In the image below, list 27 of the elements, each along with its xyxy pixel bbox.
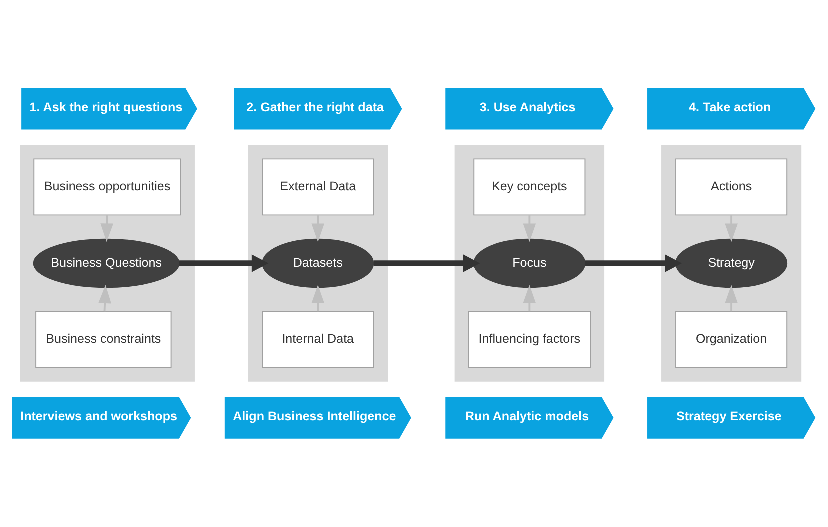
arrow: [98, 285, 112, 312]
arrow: [725, 215, 738, 242]
node-box: Business constraints: [36, 311, 172, 368]
node-box: Actions: [676, 158, 788, 216]
arrow: [585, 254, 682, 272]
cluster: [20, 145, 195, 382]
arrow: [312, 285, 325, 312]
node-ellipse: Strategy: [676, 238, 788, 288]
arrow: [179, 254, 269, 272]
node-box: Business opportunities: [34, 158, 182, 216]
cluster: [662, 145, 802, 382]
arrow: [312, 215, 325, 242]
node-box: Organization: [676, 311, 788, 368]
cluster: [248, 145, 388, 382]
node-ellipse: Focus: [474, 238, 586, 288]
arrow: [100, 215, 114, 242]
arrow: [374, 254, 480, 272]
node-box: Internal Data: [262, 311, 374, 368]
node-box: Influencing factors: [468, 311, 592, 368]
node-box: Key concepts: [474, 158, 586, 216]
node-box: External Data: [262, 158, 374, 216]
arrow: [725, 285, 738, 312]
arrow: [523, 215, 536, 242]
node-ellipse: Business Questions: [33, 238, 180, 288]
arrow: [523, 285, 536, 312]
node-ellipse: Datasets: [262, 238, 374, 288]
cluster: [454, 145, 605, 382]
